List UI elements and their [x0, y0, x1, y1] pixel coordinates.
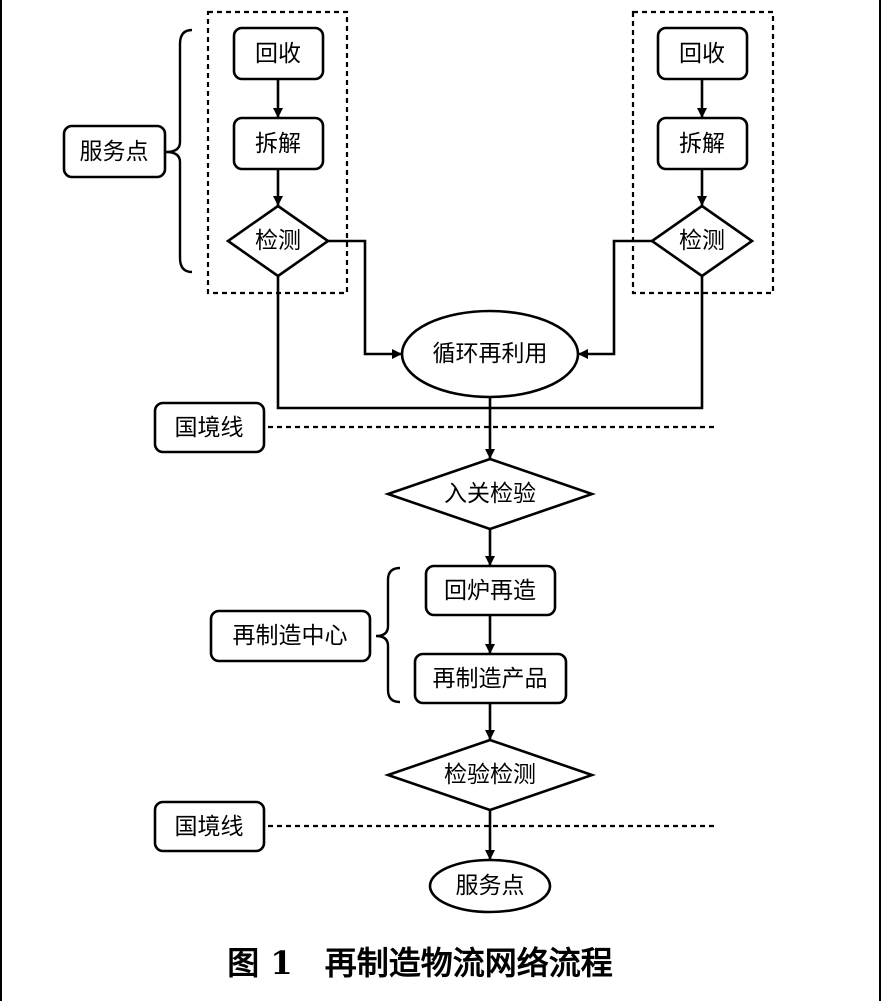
left-disassemble-node: 拆解 [232, 116, 325, 171]
service-point-label: 服务点 [80, 139, 149, 165]
left-inspect-label: 检测 [255, 228, 301, 254]
reman-product-node: 再制造产品 [413, 652, 568, 705]
remanufacturing-center-label: 再制造中心 [233, 623, 348, 649]
service-point-end-node: 服务点 [428, 858, 552, 914]
remanufacturing-center-label-box: 再制造中心 [209, 609, 372, 663]
smelt-remake-node: 回炉再造 [424, 564, 557, 617]
center-brace [375, 566, 401, 704]
customs-inspection-node: 入关检验 [383, 457, 597, 531]
left-collect-label: 回收 [255, 41, 301, 67]
reman-product-label: 再制造产品 [433, 666, 548, 692]
arrow-left-inspect-to-recycle [328, 239, 402, 359]
service-point-end-label: 服务点 [456, 873, 525, 899]
customs-inspection-label: 入关检验 [444, 481, 536, 507]
left-collect-node: 回收 [232, 26, 325, 81]
recycle-label: 循环再利用 [433, 341, 548, 367]
quality-inspection-label: 检验检测 [444, 762, 536, 788]
right-collect-label: 回收 [679, 41, 725, 67]
recycle-node: 循环再利用 [400, 309, 580, 399]
right-collect-node: 回收 [656, 26, 749, 81]
right-disassemble-node: 拆解 [656, 116, 749, 171]
figure-caption: 图 1 再制造物流网络流程 [227, 944, 612, 982]
right-inspect-node: 检测 [649, 204, 755, 278]
service-point-label-box: 服务点 [62, 124, 167, 179]
smelt-remake-label: 回炉再造 [444, 578, 536, 604]
border-bottom-label-box: 国境线 [153, 800, 266, 853]
arrow-right-inspect-to-recycle [578, 239, 652, 359]
border-top-label-box: 国境线 [153, 401, 266, 454]
quality-inspection-node: 检验检测 [383, 738, 597, 812]
left-brace [165, 28, 193, 274]
border-top-label: 国境线 [175, 415, 244, 441]
left-disassemble-label: 拆解 [255, 131, 301, 157]
right-disassemble-label: 拆解 [679, 131, 725, 157]
left-inspect-node: 检测 [225, 204, 331, 278]
right-inspect-label: 检测 [679, 228, 725, 254]
border-bottom-label: 国境线 [175, 814, 244, 840]
